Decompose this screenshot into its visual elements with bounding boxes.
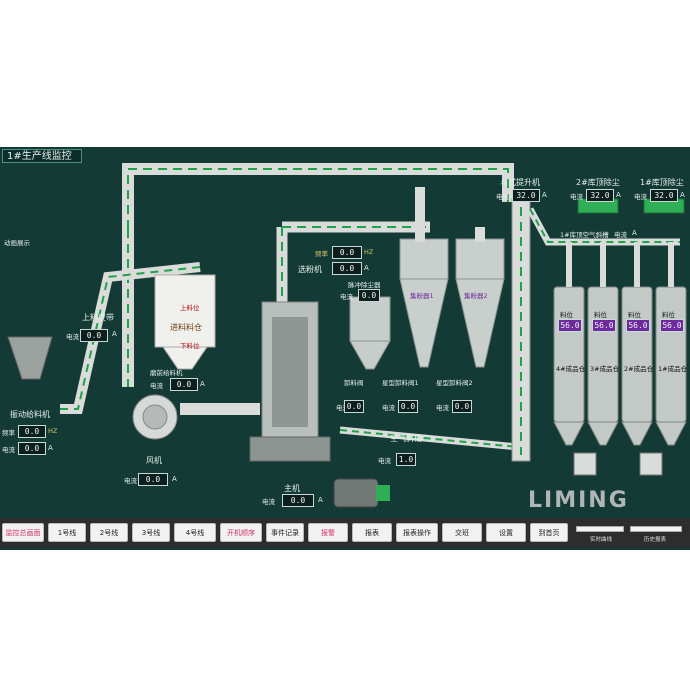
btn-settings[interactable]: 设置 <box>486 523 526 542</box>
blower-current-label: 电流 <box>124 477 137 485</box>
btn-start-sequence[interactable]: 开机顺序 <box>220 523 262 542</box>
classifier-freq-unit: HZ <box>364 248 374 256</box>
dust-2-current-unit: A <box>616 191 621 199</box>
brand-watermark: LIMING <box>528 488 629 513</box>
silo-4-name: 4#成品仓 <box>556 365 586 373</box>
silo-4-level: 56.0 <box>558 319 582 332</box>
toolbar: 监控总画面 1号线 2号线 3号线 4号线 开机顺序 事件记录 报警 报表 报表… <box>0 518 690 548</box>
main-current-unit: A <box>318 496 323 504</box>
btn-report-ops[interactable]: 报表操作 <box>396 523 438 542</box>
btn-line-1[interactable]: 1号线 <box>48 523 86 542</box>
silo-3-name: 3#成品仓 <box>590 365 620 373</box>
bin-upper-label: 上料位 <box>180 304 200 312</box>
silo-2-level-label: 料位 <box>628 311 641 319</box>
air-slide-current-label: 电流 <box>378 457 391 465</box>
dust-2-current-label: 电流 <box>570 193 583 201</box>
btn-event-log[interactable]: 事件记录 <box>266 523 304 542</box>
realtime-curve-bar[interactable] <box>576 526 624 532</box>
blower-label: 风机 <box>146 456 162 465</box>
btn-overview[interactable]: 监控总画面 <box>2 523 44 542</box>
classifier-freq-label: 频率 <box>315 250 328 258</box>
realtime-curve-label: 实时曲线 <box>590 537 613 543</box>
feeder-freq-value: 0.0 <box>18 425 46 438</box>
elevator-current-unit: A <box>542 191 547 199</box>
main-motor-label: 主机 <box>284 484 300 493</box>
star-valve-2-label: 星型卸料阀2 <box>436 379 473 387</box>
air-slide-current-value: 1.0 <box>396 453 416 466</box>
star-valve-1-current-label: 电流 <box>382 404 395 412</box>
feeder-label: 振动给料机 <box>10 410 50 419</box>
star-valve-1-current-value: 0.0 <box>398 400 418 413</box>
unload-current-value: 0.0 <box>344 400 364 413</box>
btn-line-2[interactable]: 2号线 <box>90 523 128 542</box>
dust-1-current-unit: A <box>680 191 685 199</box>
animation-label: 动画展示 <box>4 239 30 247</box>
window-title: 1#生产线监控 <box>2 149 82 163</box>
classifier-current-value: 0.0 <box>332 262 362 275</box>
btn-shift[interactable]: 交班 <box>442 523 482 542</box>
dust-1-current-value: 32.0 <box>650 189 678 202</box>
cyclone-2-label: 集粉器2 <box>464 292 488 300</box>
elevator-current-label: 电流 <box>496 193 509 201</box>
storage-slide-current-label: 电流 <box>614 231 627 239</box>
elevator-label: 斗式提升机 <box>500 178 540 187</box>
silo-3-level: 56.0 <box>592 319 616 332</box>
silo-4-level-label: 料位 <box>560 311 573 319</box>
main-current-label: 电流 <box>262 498 275 506</box>
btn-alarm[interactable]: 报警 <box>308 523 348 542</box>
storage-slide-current-unit: A <box>632 229 637 237</box>
history-report-bar[interactable] <box>630 526 682 532</box>
btn-home[interactable]: 到首页 <box>530 523 568 542</box>
mill-feeder-current-label: 电流 <box>150 382 163 390</box>
classifier-current-unit: A <box>364 264 369 272</box>
star-valve-2-current-label: 电流 <box>436 404 449 412</box>
btn-report[interactable]: 报表 <box>352 523 392 542</box>
feeder-current-unit: A <box>48 444 53 452</box>
dust-1-label: 1#库顶除尘 <box>640 178 684 187</box>
dust-2-current-value: 32.0 <box>586 189 614 202</box>
unload-valve-label: 卸料阀 <box>344 379 364 387</box>
belt-label: 上料皮带 <box>82 313 114 322</box>
silo-2-level: 56.0 <box>626 319 650 332</box>
belt-current-value: 0.0 <box>80 329 108 342</box>
feed-bin-label: 进料料仓 <box>170 323 202 332</box>
belt-current-label: 电流 <box>66 333 79 341</box>
silo-2-name: 2#成品仓 <box>624 365 654 373</box>
history-report-label: 历史报表 <box>644 537 667 543</box>
mill-feeder-current-value: 0.0 <box>170 378 198 391</box>
blower-current-unit: A <box>172 475 177 483</box>
storage-slide-label: 1#库顶空气斜槽 <box>560 231 609 239</box>
classifier-label: 选粉机 <box>298 265 322 274</box>
pulse-collector-label: 脉冲除尘器 <box>348 281 381 289</box>
belt-current-unit: A <box>112 330 117 338</box>
cyclone-1-label: 集粉器1 <box>410 292 434 300</box>
unload-current-label: 电流 <box>336 404 349 412</box>
star-valve-1-label: 星型卸料阀1 <box>382 379 419 387</box>
pulse-current-value: 0.0 <box>358 289 380 302</box>
feeder-current-value: 0.0 <box>18 442 46 455</box>
silo-1-level: 56.0 <box>660 319 684 332</box>
mill-feeder-current-unit: A <box>200 380 205 388</box>
air-slide-label: 空气斜槽 <box>390 434 422 443</box>
elevator-current-value: 32.0 <box>512 189 540 202</box>
process-diagram: 1#生产线监控 动画展示 上料皮带 电流 0.0 A 振动给料机 频率 0.0 … <box>0 147 690 550</box>
btn-line-3[interactable]: 3号线 <box>132 523 170 542</box>
feeder-freq-label: 频率 <box>2 429 15 437</box>
silo-1-name: 1#成品仓 <box>658 365 688 373</box>
star-valve-2-current-value: 0.0 <box>452 400 472 413</box>
classifier-freq-value: 0.0 <box>332 246 362 259</box>
silo-3-level-label: 料位 <box>594 311 607 319</box>
pulse-current-label: 电流 <box>340 293 353 301</box>
feeder-freq-unit: HZ <box>48 427 58 435</box>
main-current-value: 0.0 <box>282 494 314 507</box>
blower-current-value: 0.0 <box>138 473 168 486</box>
bin-lower-label: 下料位 <box>180 342 200 350</box>
mill-feeder-label: 磨前给料机 <box>150 369 183 377</box>
btn-line-4[interactable]: 4号线 <box>174 523 216 542</box>
feeder-current-label: 电流 <box>2 446 15 454</box>
silo-1-level-label: 料位 <box>662 311 675 319</box>
dust-1-current-label: 电流 <box>634 193 647 201</box>
dust-2-label: 2#库顶除尘 <box>576 178 620 187</box>
